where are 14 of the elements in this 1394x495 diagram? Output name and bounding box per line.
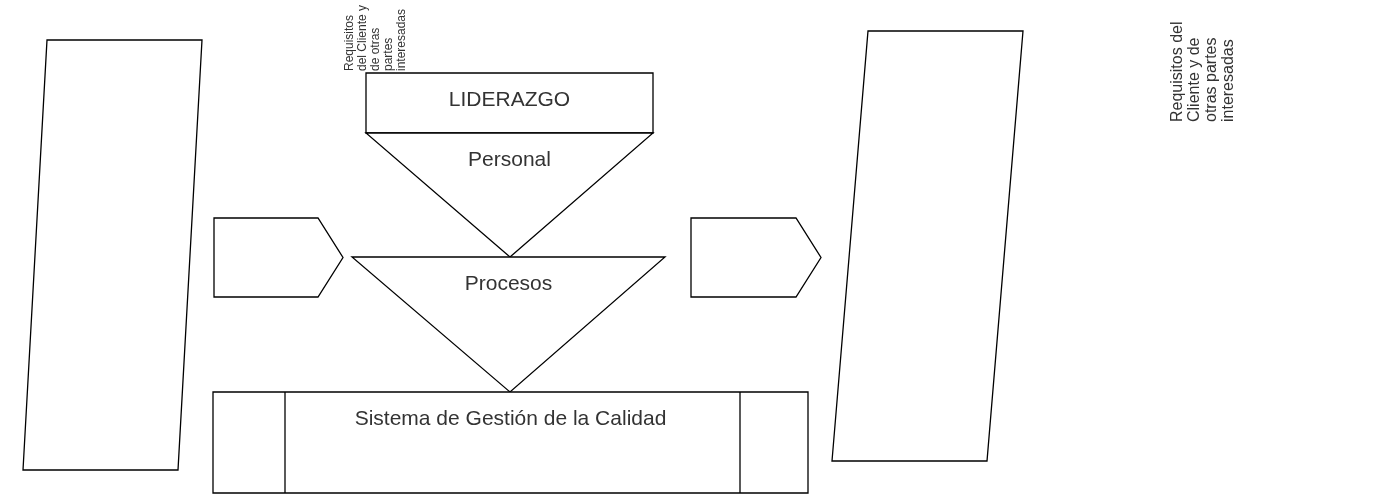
pentagon-arrow-shape [691, 218, 821, 297]
triangle-shape [352, 257, 665, 392]
rotated-label: Requisitos del Cliente y de otras partes interesadas [1168, 20, 1236, 122]
triangle-shape [366, 133, 653, 257]
parallelogram-shape [23, 40, 202, 470]
node-label: Procesos [464, 271, 553, 295]
pentagon-arrow-shape [214, 218, 343, 297]
process-box [213, 392, 808, 493]
rotated-label: Requisitos del Cliente y de otras partes interesadas [343, 3, 408, 71]
parallelogram-shape [832, 31, 1023, 461]
node-label: Personal [468, 147, 551, 171]
node-label: Sistema de Gestión de la Calidad [354, 406, 667, 430]
node-label: LIDERAZGO [448, 87, 571, 111]
leadership-box [366, 73, 653, 133]
